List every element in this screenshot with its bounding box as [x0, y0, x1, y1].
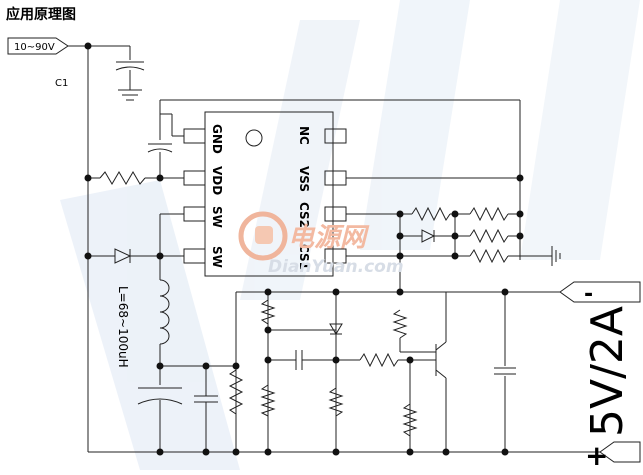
- watermark-url: DianYuan.com: [268, 257, 404, 277]
- output-plus: +: [585, 439, 608, 472]
- pin-nc: NC: [297, 126, 311, 145]
- inductor-label: L=68~100uH: [116, 286, 130, 368]
- pin-sw1: SW: [210, 206, 224, 228]
- pin-cs1: CS1: [297, 244, 311, 270]
- output-label: 5V/2A: [582, 306, 633, 437]
- pin-vdd: VDD: [210, 166, 224, 195]
- output-terminal: - + 5V/2A: [559, 281, 641, 472]
- output-minus: -: [584, 282, 593, 307]
- watermark-logo: 电源网 DianYuan.com: [238, 211, 404, 277]
- input-label: 10~90V: [14, 42, 55, 53]
- wires: [68, 45, 600, 453]
- junction-dots: [84, 42, 524, 456]
- watermark-brand: 电源网: [288, 223, 370, 253]
- pin-gnd: GND: [210, 124, 224, 154]
- input-terminal: 10~90V: [7, 37, 69, 55]
- ic-chip: GND VDD SW SW NC VSS CS2 CS1: [183, 111, 347, 277]
- pin-vss: VSS: [297, 166, 311, 192]
- pin-sw2: SW: [210, 246, 224, 268]
- cap-label: C1: [55, 78, 68, 89]
- page-title: 应用原理图: [6, 7, 76, 23]
- pin-cs2: CS2: [297, 202, 311, 228]
- watermark-background: [60, 0, 640, 470]
